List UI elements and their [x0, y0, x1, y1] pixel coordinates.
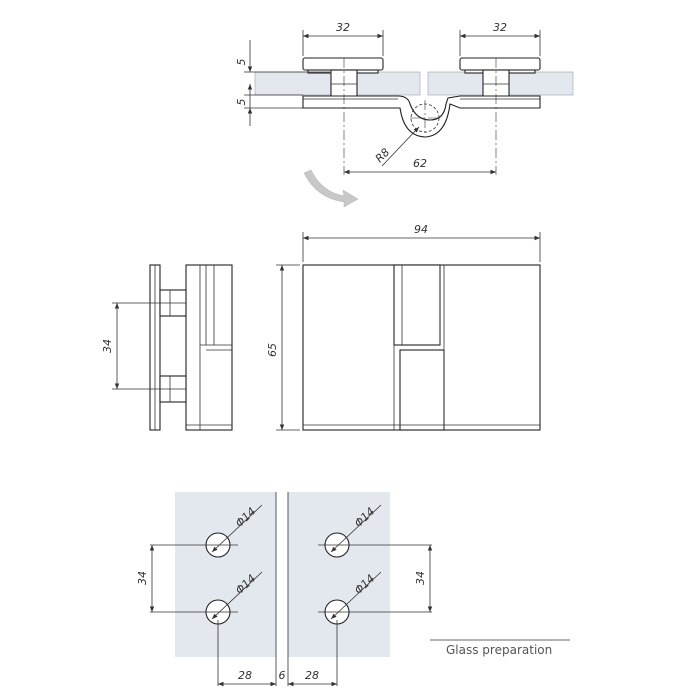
dim-radius: R8: [373, 146, 393, 166]
side-hinge-body: [185, 264, 233, 431]
dim-upper-thickness: 5: [235, 59, 248, 66]
dim-pivot-distance: 62: [413, 157, 427, 170]
dim-prep-left-offset: 28: [238, 669, 252, 682]
prep-glass-right: [288, 492, 390, 657]
front-view: 94 65: [266, 223, 541, 431]
front-lower-knuckle: [399, 349, 445, 431]
clamp-plate-upper-right: [459, 57, 541, 71]
dim-prep-left-spacing: 34: [136, 571, 149, 585]
glass-preparation: Φ14 Φ14 Φ14 Φ14 34 34 28 6 28 Glass prep…: [136, 492, 570, 687]
hinge-body-lower: [302, 95, 541, 138]
front-upper-knuckle: [393, 264, 441, 346]
dim-prep-right-offset: 28: [305, 669, 319, 682]
glass-preparation-caption: Glass preparation: [446, 643, 552, 657]
side-view: 34: [101, 264, 233, 431]
dim-lower-thickness: 5: [235, 99, 248, 106]
top-view: 32 32 5 5 R8 62: [235, 21, 574, 175]
prep-glass-left: [175, 492, 276, 657]
dim-front-width: 94: [414, 223, 428, 236]
dim-hole-spacing: 34: [101, 339, 114, 353]
dim-right-width: 32: [493, 21, 507, 34]
dim-prep-gap: 6: [279, 669, 286, 682]
dim-prep-right-spacing: 34: [414, 571, 427, 585]
dim-left-width: 32: [336, 21, 350, 34]
rotation-arrow-icon: [303, 169, 359, 208]
dim-front-height: 65: [266, 343, 279, 357]
clamp-plate-upper-left: [302, 57, 384, 71]
